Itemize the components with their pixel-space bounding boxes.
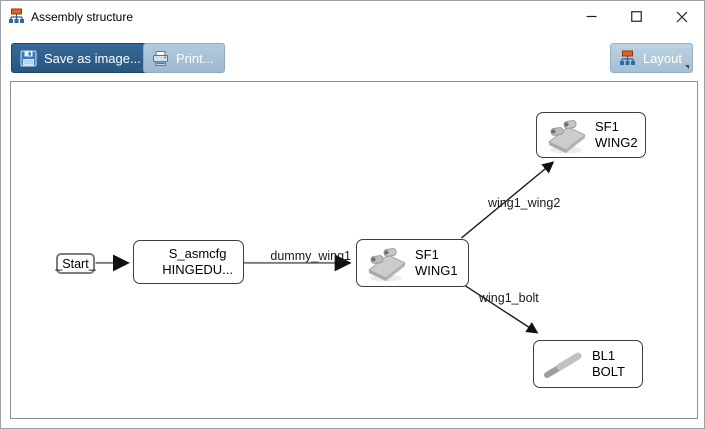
node-sf1-wing1-label: SF1 WING1	[415, 247, 458, 278]
save-as-image-button[interactable]: Save as image...	[11, 43, 152, 73]
window-title: Assembly structure	[31, 9, 134, 24]
floppy-disk-icon	[20, 50, 37, 67]
node-bl1-bolt[interactable]: BL1 BOLT	[533, 340, 643, 388]
save-as-image-label: Save as image...	[44, 50, 141, 66]
print-label: Print...	[176, 50, 214, 66]
layout-button[interactable]: Layout	[609, 43, 693, 73]
maximize-button[interactable]	[614, 1, 659, 32]
hinge-3d-part-icon	[363, 242, 409, 284]
minimize-icon	[586, 15, 597, 18]
minimize-button[interactable]	[569, 1, 614, 32]
close-button[interactable]	[659, 1, 704, 32]
org-chart-tree-icon	[8, 8, 25, 25]
print-button[interactable]: Print...	[143, 43, 225, 73]
bolt-3d-part-icon	[540, 343, 586, 385]
maximize-icon	[631, 11, 642, 22]
node-start[interactable]: _Start_	[55, 253, 96, 274]
edge-label-wing1-bolt: wing1_bolt	[479, 291, 539, 305]
titlebar: Assembly structure	[1, 1, 704, 32]
edge-label-dummy-wing1: dummy_wing1	[270, 249, 351, 263]
close-icon	[676, 11, 687, 22]
node-sf1-wing2-label: SF1 WING2	[595, 119, 638, 150]
window-controls	[569, 1, 704, 32]
node-s-asmcfg[interactable]: S_asmcfg HINGEDU...	[133, 240, 244, 284]
layout-label: Layout	[642, 50, 682, 66]
printer-icon	[152, 50, 169, 67]
chevron-down-icon	[685, 65, 689, 69]
node-start-label: _Start_	[55, 256, 96, 271]
node-bl1-bolt-label: BL1 BOLT	[592, 348, 625, 379]
hinge-3d-part-icon	[543, 114, 589, 156]
node-sf1-wing1[interactable]: SF1 WING1	[356, 239, 469, 287]
node-s-asmcfg-label: S_asmcfg HINGEDU...	[162, 246, 233, 277]
node-sf1-wing2[interactable]: SF1 WING2	[536, 112, 646, 158]
diagram-canvas[interactable]: _Start_ S_asmcfg HINGEDU...	[10, 81, 698, 419]
toolbar: Save as image... Print...	[1, 41, 704, 75]
edge-label-wing1-wing2: wing1_wing2	[488, 196, 561, 210]
org-chart-tree-icon	[619, 50, 636, 67]
